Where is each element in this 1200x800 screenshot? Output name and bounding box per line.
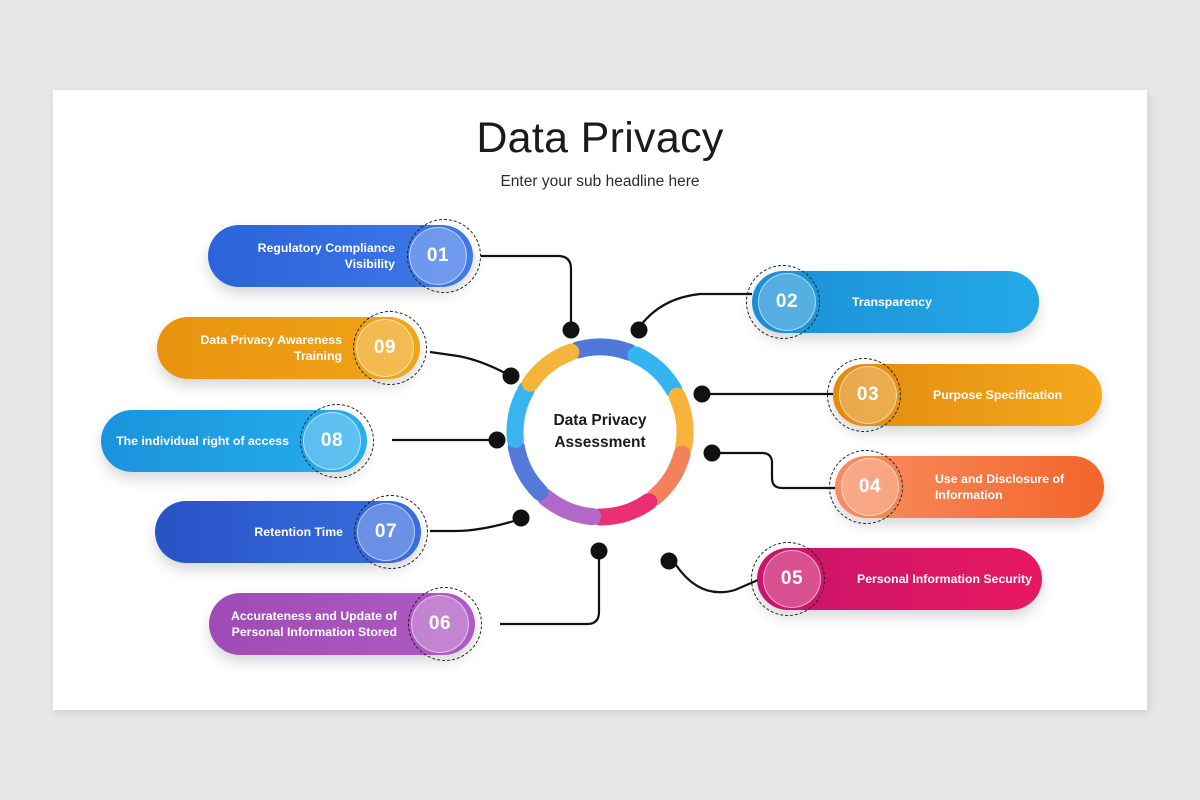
donut-center-line2: Assessment: [554, 434, 646, 451]
connector-09: [429, 350, 506, 374]
item-pill-07[interactable]: Retention Time 07: [155, 501, 421, 563]
center-donut: Data Privacy Assessment: [495, 327, 705, 537]
item-label-06: Accurateness and Update of Personal Info…: [230, 608, 397, 639]
page-title: Data Privacy: [476, 114, 724, 162]
item-pill-03[interactable]: 03 Purpose Specification: [833, 364, 1102, 426]
donut-segment-05: [591, 493, 658, 526]
item-number-01: 01: [409, 227, 467, 285]
item-number-03: 03: [839, 366, 897, 424]
donut-segment-09: [521, 343, 580, 392]
page-subtitle: Enter your sub headline here: [500, 173, 700, 190]
donut-segment-08: [506, 381, 535, 448]
connector-05: [675, 564, 759, 594]
connector-dot-06: [590, 542, 608, 560]
item-pill-09[interactable]: Data Privacy Awareness Training 09: [157, 317, 420, 379]
donut-segment-06: [536, 488, 602, 526]
item-number-04: 04: [841, 458, 899, 516]
item-number-06: 06: [411, 595, 469, 653]
donut-segment-01: [569, 338, 638, 361]
item-label-09: Data Privacy Awareness Training: [200, 332, 342, 363]
item-number-05: 05: [763, 550, 821, 608]
connector-01: [481, 254, 573, 322]
donut-segment-03: [668, 387, 694, 456]
item-pill-08[interactable]: The individual right of access 08: [101, 410, 367, 472]
donut-center-label: Data Privacy Assessment: [525, 410, 675, 454]
item-label-07: Retention Time: [254, 524, 343, 539]
item-label-05: Personal Information Security: [857, 571, 1032, 586]
item-number-07: 07: [357, 503, 415, 561]
donut-segment-07: [507, 438, 549, 501]
item-label-03: Purpose Specification: [933, 387, 1063, 402]
donut-segment-04: [646, 445, 691, 506]
item-label-08: The individual right of access: [116, 433, 289, 448]
item-pill-06[interactable]: Accurateness and Update of Personal Info…: [209, 593, 475, 655]
item-label-02: Transparency: [852, 294, 932, 309]
item-pill-02[interactable]: 02 Transparency: [752, 271, 1039, 333]
item-pill-04[interactable]: 04 Use and Disclosure of Information: [835, 456, 1104, 518]
item-pill-01[interactable]: Regulatory Compliance Visibility 01: [208, 225, 473, 287]
item-pill-05[interactable]: 05 Personal Information Security: [757, 548, 1042, 610]
connector-04: [720, 451, 835, 490]
connector-02: [640, 292, 752, 326]
connector-dot-05: [660, 552, 678, 570]
donut-segment-02: [627, 346, 683, 398]
donut-center-line1: Data Privacy: [553, 412, 647, 429]
item-number-08: 08: [303, 412, 361, 470]
item-label-01: Regulatory Compliance Visibility: [257, 240, 395, 271]
item-label-04: Use and Disclosure of Information: [935, 471, 1065, 502]
donut-svg: [506, 338, 694, 526]
connector-dot-04: [703, 444, 721, 462]
item-number-09: 09: [356, 319, 414, 377]
item-number-02: 02: [758, 273, 816, 331]
connector-06: [500, 558, 601, 626]
